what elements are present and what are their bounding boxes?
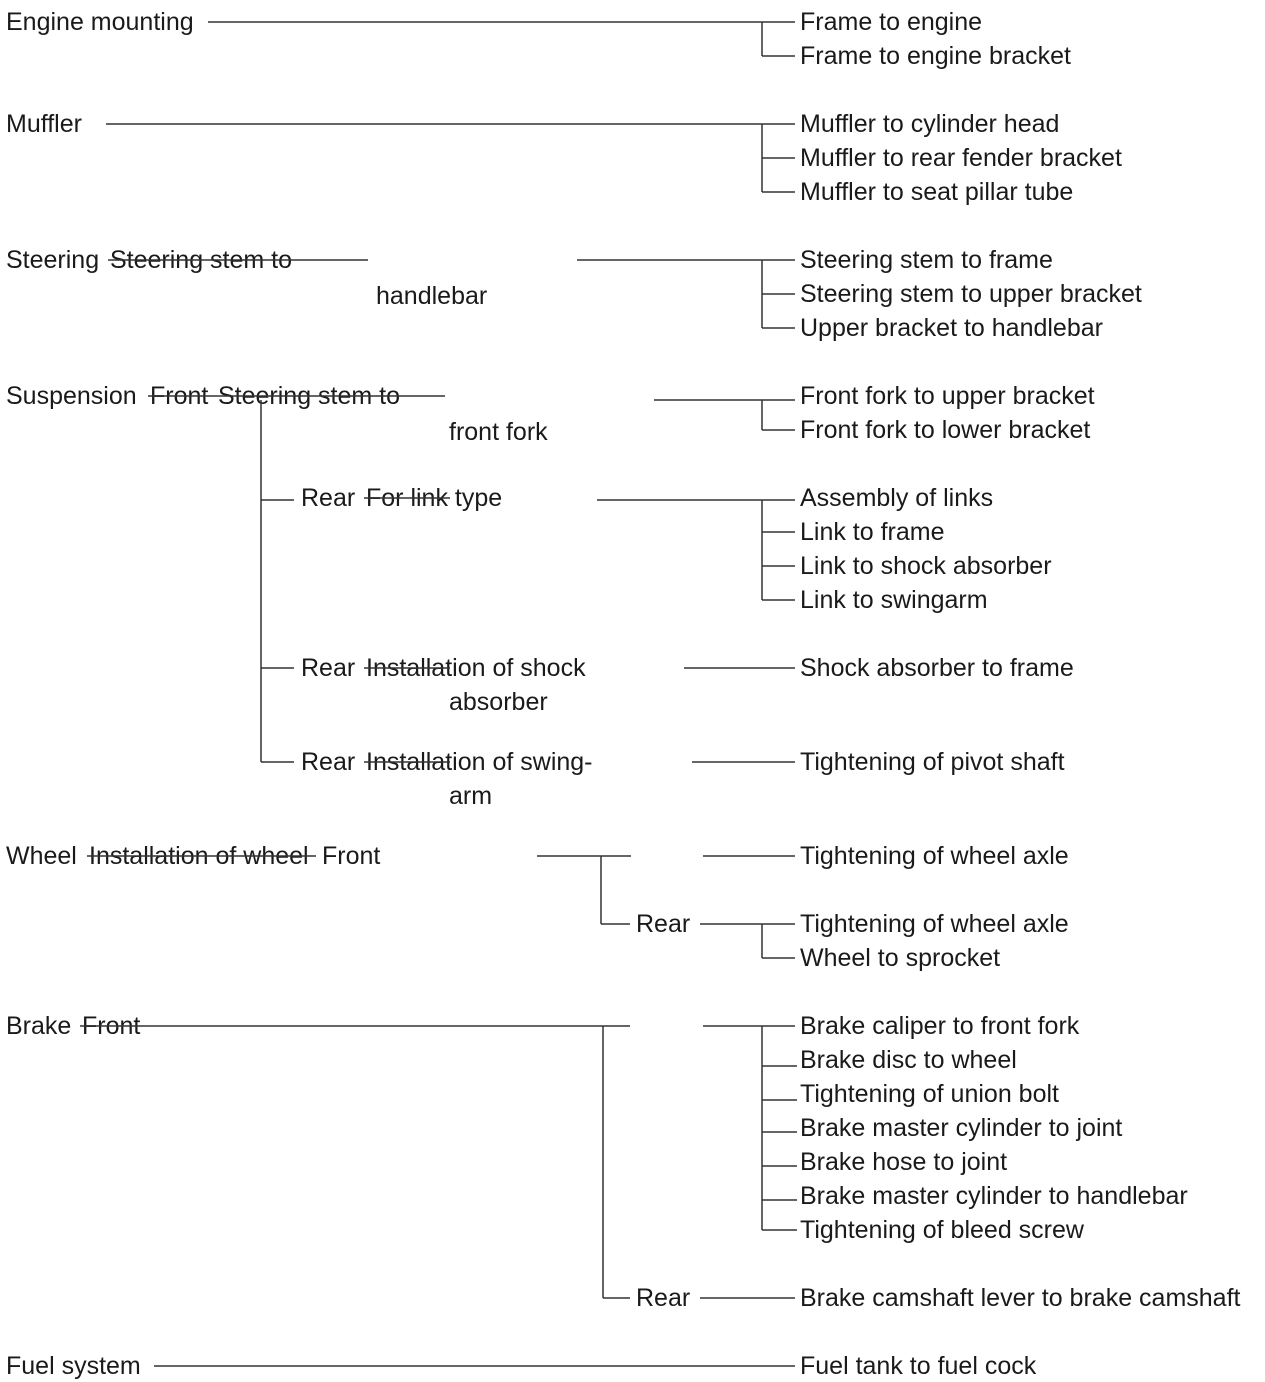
sub-label-line2: front fork	[449, 418, 548, 446]
section-fuel-system: Fuel system Fuel tank to fuel cock	[6, 1352, 1037, 1380]
leaf-item: Brake camshaft lever to brake camshaft	[800, 1284, 1241, 1312]
leaf-item: Brake master cylinder to joint	[800, 1114, 1122, 1142]
section-suspension: Suspension Front Steering stem to front …	[6, 382, 1095, 810]
leaf-item: Steering stem to frame	[800, 246, 1053, 274]
leaf-item: Tightening of bleed screw	[800, 1216, 1085, 1244]
section-label-brake: Brake	[6, 1012, 71, 1040]
leaf-item: Brake master cylinder to handlebar	[800, 1182, 1188, 1210]
section-wheel: Wheel Installation of wheel Front Tighte…	[6, 842, 1069, 972]
section-label-steering: Steering	[6, 246, 99, 274]
leaf-item: Muffler to seat pillar tube	[800, 178, 1073, 206]
leaf-item: Brake hose to joint	[800, 1148, 1007, 1176]
position-label-rear: Rear	[301, 654, 355, 682]
leaf-item: Tightening of union bolt	[800, 1080, 1059, 1108]
leaf-item: Link to frame	[800, 518, 945, 546]
leaf-item: Tightening of wheel axle	[800, 910, 1069, 938]
leaf-item: Tightening of wheel axle	[800, 842, 1069, 870]
leaf-item: Muffler to cylinder head	[800, 110, 1059, 138]
section-brake: Brake Front Brake caliper to front fork …	[6, 1012, 1241, 1312]
position-label-rear: Rear	[301, 748, 355, 776]
leaf-item: Steering stem to upper bracket	[800, 280, 1142, 308]
leaf-item: Brake caliper to front fork	[800, 1012, 1080, 1040]
position-label-front: Front	[322, 842, 380, 870]
position-label-rear: Rear	[636, 1284, 690, 1312]
leaf-item: Fuel tank to fuel cock	[800, 1352, 1037, 1380]
section-muffler: Muffler Muffler to cylinder head Muffler…	[6, 110, 1122, 206]
section-label-fuel-system: Fuel system	[6, 1352, 141, 1380]
leaf-item: Link to swingarm	[800, 586, 988, 614]
section-label-wheel: Wheel	[6, 842, 77, 870]
section-label-engine-mounting: Engine mounting	[6, 8, 194, 36]
leaf-item: Muffler to rear fender bracket	[800, 144, 1122, 172]
section-label-muffler: Muffler	[6, 110, 82, 138]
sub-label-line2: handlebar	[376, 282, 487, 310]
leaf-item: Wheel to sprocket	[800, 944, 1000, 972]
leaf-item: Tightening of pivot shaft	[800, 748, 1065, 776]
leaf-item: Link to shock absorber	[800, 552, 1052, 580]
leaf-item: Frame to engine	[800, 8, 982, 36]
sub-label-line2: arm	[449, 782, 492, 810]
leaf-item: Front fork to upper bracket	[800, 382, 1095, 410]
leaf-item: Shock absorber to frame	[800, 654, 1074, 682]
leaf-item: Front fork to lower bracket	[800, 416, 1090, 444]
sub-label-line2: absorber	[449, 688, 548, 716]
section-steering: Steering Steering stem to handlebar Stee…	[6, 246, 1142, 342]
position-label-rear: Rear	[301, 484, 355, 512]
section-engine-mounting: Engine mounting Frame to engine Frame to…	[6, 8, 1071, 70]
leaf-item: Assembly of links	[800, 484, 993, 512]
position-label-rear: Rear	[636, 910, 690, 938]
leaf-item: Frame to engine bracket	[800, 42, 1071, 70]
section-label-suspension: Suspension	[6, 382, 137, 410]
leaf-item: Upper bracket to handlebar	[800, 314, 1103, 342]
leaf-item: Brake disc to wheel	[800, 1046, 1017, 1074]
